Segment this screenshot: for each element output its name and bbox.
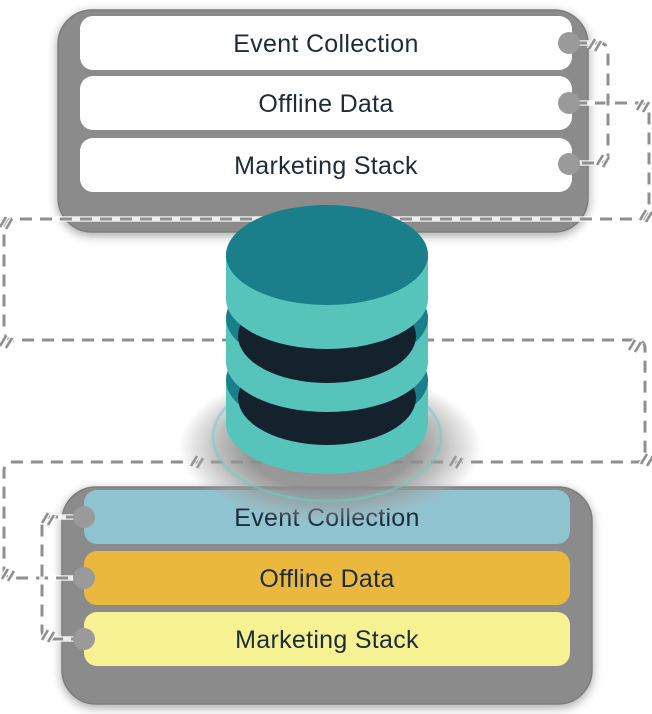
top-bar-marketing-stack-pill [80, 138, 572, 192]
top-bar-event-collection-pill [80, 16, 572, 70]
break-mark [629, 340, 641, 352]
top-bar-label-marketing-stack: Marketing Stack [234, 152, 418, 180]
connector-dot-bottom-offline-data [73, 567, 95, 589]
bottom-bar-marketing-stack-pill [84, 612, 570, 666]
connector-dots [73, 32, 580, 650]
connector-dot-bottom-marketing-stack [73, 628, 95, 650]
db-disk-1-top [226, 205, 428, 305]
bottom-bar-offline-data-pill [84, 551, 570, 605]
top-bar-marketing-stack: Marketing Stack [80, 138, 572, 192]
top-bar-label-event-collection: Event Collection [233, 30, 418, 58]
top-bar-label-offline-data: Offline Data [258, 90, 393, 118]
bottom-bar-offline-data: Offline Data [84, 551, 570, 605]
database-cylinder [178, 205, 482, 525]
top-bar-event-collection: Event Collection [80, 16, 572, 70]
connector-dot-top-event-collection [558, 32, 580, 54]
bottom-bar-label-marketing-stack: Marketing Stack [235, 626, 419, 654]
top-bar-offline-data: Offline Data [80, 76, 572, 130]
break-mark [0, 336, 12, 348]
bottom-bar-label-offline-data: Offline Data [259, 565, 394, 593]
bottom-bar-marketing-stack: Marketing Stack [84, 612, 570, 666]
connector-dot-bottom-event-collection [73, 506, 95, 528]
connector-dot-top-offline-data [558, 92, 580, 114]
connector-dot-top-marketing-stack [558, 153, 580, 175]
top-bar-offline-data-pill [80, 76, 572, 130]
